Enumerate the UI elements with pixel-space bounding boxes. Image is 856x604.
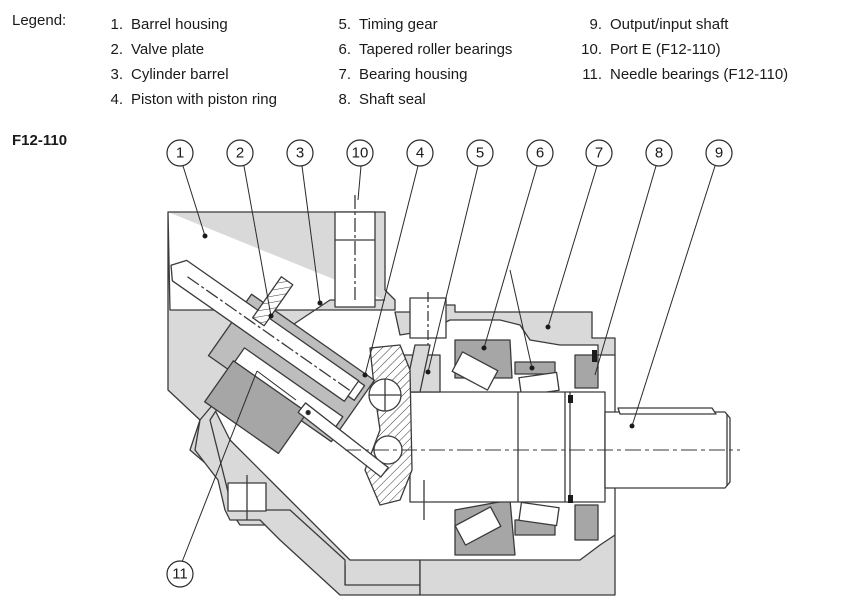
- legend-item-number: 1.: [110, 16, 123, 33]
- callout-label: 8: [655, 145, 663, 162]
- callout-label: 2: [236, 145, 244, 162]
- valve-plate: [251, 276, 294, 327]
- leader-line-6b: [509, 269, 533, 369]
- legend-item-text: Shaft seal: [359, 91, 426, 108]
- shaft-body: [409, 391, 606, 503]
- legend-item: 10. Port E (F12-110): [572, 37, 788, 62]
- legend-item-number: 7.: [338, 66, 351, 83]
- callout-label: 5: [476, 145, 484, 162]
- legend-item: 9. Output/input shaft: [572, 12, 788, 37]
- legend-item: 5. Timing gear: [337, 12, 512, 37]
- legend-item-text: Output/input shaft: [610, 16, 729, 33]
- bearing-housing-lower: [419, 534, 616, 596]
- callout-label: 1: [176, 145, 184, 162]
- roller-lower-1: [454, 506, 502, 546]
- callout-label: 11: [172, 566, 188, 583]
- legend-item: 2. Valve plate: [109, 37, 277, 62]
- tapered-roller-bearing-upper-2: [514, 361, 556, 375]
- legend-item-number: 9.: [589, 16, 602, 33]
- legend-item-text: Needle bearings (F12-110): [610, 66, 789, 83]
- legend-item-text: Cylinder barrel: [131, 66, 229, 83]
- legend-item: 8. Shaft seal: [337, 87, 512, 112]
- callout-6: 6: [526, 139, 554, 167]
- legend-item-text: Valve plate: [131, 41, 205, 58]
- legend-item-number: 2.: [110, 41, 123, 58]
- leader-line-9: [631, 165, 716, 427]
- callout-label: 4: [416, 145, 424, 162]
- roller-lower-2: [518, 501, 560, 527]
- needle-bearing-block: [204, 360, 308, 455]
- leader-line-7: [547, 165, 598, 328]
- callout-10: 10: [346, 139, 374, 167]
- callout-11: 11: [166, 560, 194, 588]
- callout-5: 5: [466, 139, 494, 167]
- callout-4: 4: [406, 139, 434, 167]
- legend-column-2: 5.Timing gear 6.Tapered roller bearings …: [337, 12, 512, 112]
- legend-item: 6. Tapered roller bearings: [337, 37, 512, 62]
- callout-8: 8: [645, 139, 673, 167]
- callout-3: 3: [286, 139, 314, 167]
- legend-item-number: 6.: [338, 41, 351, 58]
- callout-label: 3: [296, 145, 304, 162]
- legend-item-number: 11.: [582, 66, 602, 83]
- legend-item-text: Piston with piston ring: [131, 91, 277, 108]
- legend-item: 3. Cylinder barrel: [109, 62, 277, 87]
- callout-label: 6: [536, 145, 544, 162]
- legend-item: 1. Barrel housing: [109, 12, 277, 37]
- legend-item-number: 4.: [110, 91, 123, 108]
- leader-line-6a: [483, 165, 538, 349]
- legend-column-3: 9. Output/input shaft 10. Port E (F12-110)…: [572, 12, 788, 87]
- shaft-seal-lower: [574, 504, 599, 541]
- leader-line-11a: [181, 370, 258, 563]
- legend-item-number: 3.: [110, 66, 123, 83]
- piston-rod: [297, 402, 389, 478]
- callouts: 1 2 3 10 4 5 6 7 8 9 11: [166, 139, 733, 588]
- legend-item: 11. Needle bearings (F12-110): [572, 62, 788, 87]
- callout-2: 2: [226, 139, 254, 167]
- roller-upper-1: [451, 351, 499, 391]
- legend-item-number: 8.: [338, 91, 351, 108]
- callout-7: 7: [585, 139, 613, 167]
- legend-item-text: Port E (F12-110): [610, 41, 721, 58]
- legend-item-text: Timing gear: [359, 16, 438, 33]
- model-label: F12-110: [12, 132, 68, 149]
- shaft-seal-upper: [574, 354, 599, 389]
- legend-item-number: 10.: [581, 41, 602, 58]
- leader-line-3: [301, 165, 321, 304]
- legend-item-number: 5.: [338, 16, 351, 33]
- callout-label: 7: [595, 145, 603, 162]
- legend-item: 7. Bearing housing: [337, 62, 512, 87]
- leader-line-11b: [256, 370, 297, 401]
- leader-line-1: [182, 165, 206, 237]
- leader-line-8: [594, 165, 657, 376]
- callout-1: 1: [166, 139, 194, 167]
- legend-item-text: Tapered roller bearings: [359, 41, 513, 58]
- legend-item: 4. Piston with piston ring: [109, 87, 277, 112]
- legend-item-text: Bearing housing: [359, 66, 468, 83]
- callout-label: 10: [352, 145, 369, 162]
- drive-flange: [364, 344, 413, 506]
- legend-column-1: 1. Barrel housing 2. Valve plate 3. Cylinde…: [109, 12, 277, 112]
- callout-9: 9: [705, 139, 733, 167]
- leader-line-2: [243, 165, 272, 317]
- leader-line-10: [357, 165, 362, 201]
- leader-lines: [181, 165, 716, 563]
- leader-line-5: [427, 165, 479, 373]
- legend-label: Legend:: [12, 12, 67, 29]
- legend-item-text: Barrel housing: [131, 16, 228, 33]
- leader-line-4: [364, 165, 419, 376]
- leader-dots: [202, 233, 635, 429]
- callout-label: 9: [715, 145, 723, 162]
